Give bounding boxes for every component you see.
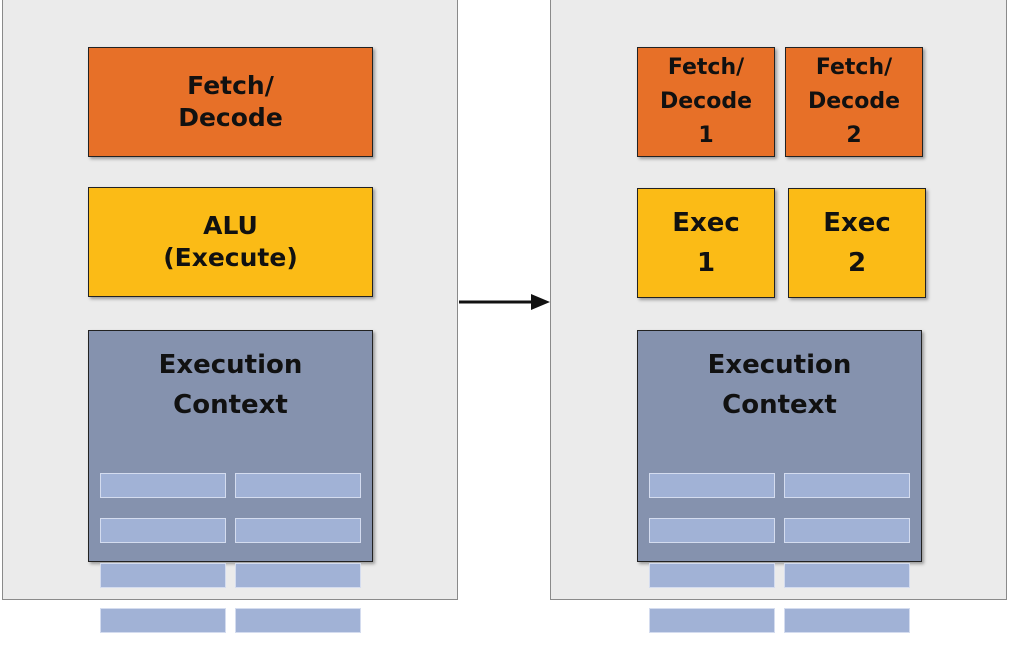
register-cell — [649, 518, 775, 543]
fetch-decode-2-block: Fetch/ Decode 2 — [785, 47, 923, 157]
register-cell — [100, 473, 226, 498]
register-cell — [649, 608, 775, 633]
single-core-panel: Fetch/ Decode ALU (Execute) Execution Co… — [2, 0, 458, 633]
execution-context-label: Execution Context — [707, 350, 852, 421]
register-column-2 — [235, 453, 361, 653]
register-column-2 — [784, 453, 910, 653]
register-cell — [235, 518, 361, 543]
execution-context-label: Execution Context — [158, 350, 303, 421]
execution-context-block: Execution Context — [637, 330, 922, 633]
register-cell — [784, 608, 910, 633]
execution-context-block: Execution Context — [88, 330, 373, 633]
exec-2-block: Exec 2 — [788, 188, 926, 298]
exec-1-block: Exec 1 — [637, 188, 775, 298]
register-cell — [100, 563, 226, 588]
register-column-1 — [649, 453, 775, 653]
register-cell — [100, 518, 226, 543]
register-cell — [649, 563, 775, 588]
register-cell — [235, 608, 361, 633]
register-column-1 — [100, 453, 226, 653]
superscalar-core-panel: Fetch/ Decode 1 Fetch/ Decode 2 Exec 1 E… — [550, 0, 1007, 633]
register-cell — [649, 473, 775, 498]
register-cell — [784, 473, 910, 498]
register-cell — [235, 473, 361, 498]
register-cell — [100, 608, 226, 633]
register-cell — [784, 563, 910, 588]
transition-arrow-icon — [459, 294, 550, 310]
register-cell — [784, 518, 910, 543]
register-cell — [235, 563, 361, 588]
alu-execute-block: ALU (Execute) — [88, 187, 373, 297]
fetch-decode-1-block: Fetch/ Decode 1 — [637, 47, 775, 157]
fetch-decode-block: Fetch/ Decode — [88, 47, 373, 157]
